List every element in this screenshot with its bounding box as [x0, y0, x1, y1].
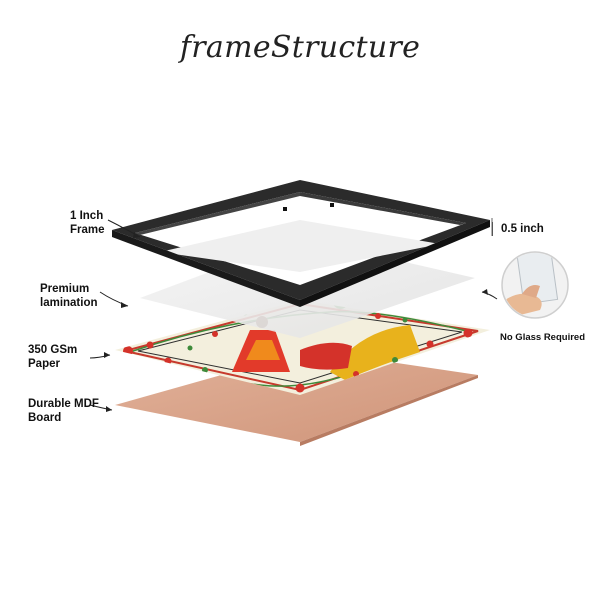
lamination-label: Premium lamination — [40, 282, 98, 310]
page-title: frameStructure — [179, 30, 421, 65]
thickness-label: 0.5 inch — [492, 222, 544, 236]
hand-holding-sheet-icon — [501, 251, 569, 319]
paper-label: 350 GSm Paper — [28, 343, 77, 371]
frame-label-line1: 1 Inch — [70, 210, 104, 222]
board-label: Durable MDF Board — [28, 397, 99, 425]
frame-label-line2: Frame — [70, 224, 105, 236]
no-glass-label: No Glass Required — [500, 332, 585, 343]
arrow-heads — [104, 232, 488, 412]
black-frame-layer — [112, 180, 490, 307]
artwork-paper-layer — [115, 300, 490, 395]
lamination-label-line1: Premium — [40, 283, 90, 295]
mdf-board-layer — [115, 350, 478, 446]
paper-label-line1: 350 GSm — [28, 344, 78, 356]
lamination-label-line2: lamination — [40, 297, 98, 309]
board-label-line1: Durable MDF — [28, 398, 99, 410]
board-label-line2: Board — [28, 412, 62, 424]
paper-label-line2: Paper — [28, 358, 60, 370]
frame-label: 1 Inch Frame — [70, 209, 105, 237]
